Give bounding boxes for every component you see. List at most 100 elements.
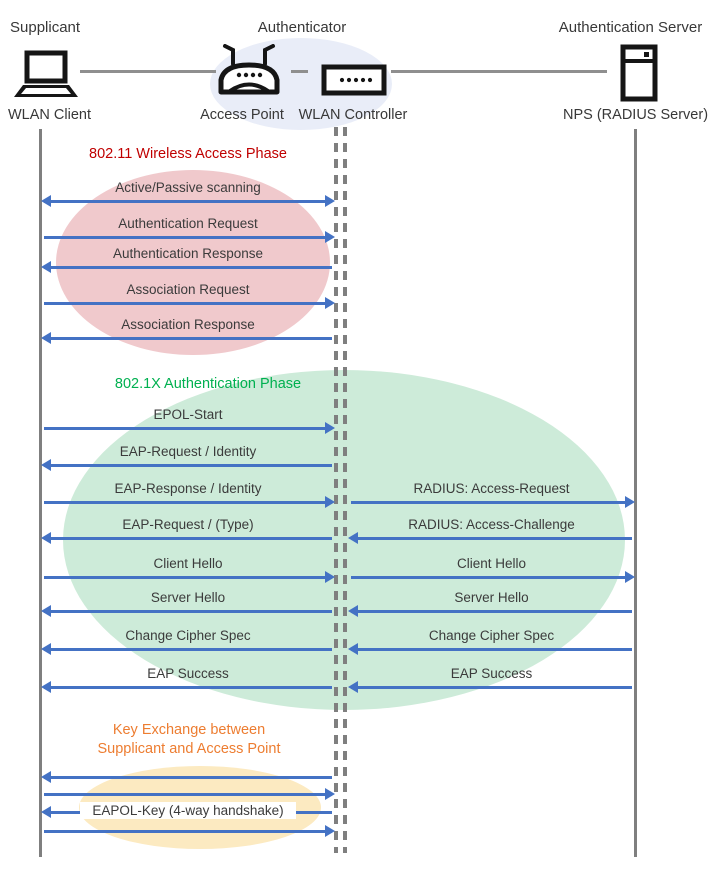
message-label: EAP-Request / (Type): [41, 517, 335, 532]
arrowhead-right-icon: [625, 496, 635, 508]
arrowhead-right-icon: [325, 231, 335, 243]
message-label: EPOL-Start: [41, 407, 335, 422]
message-label: Server Hello: [348, 590, 635, 605]
device-label-nps: NPS (RADIUS Server): [563, 107, 709, 123]
arrowhead-right-icon: [325, 825, 335, 837]
message-line: [351, 501, 632, 504]
arrowhead-right-icon: [325, 195, 335, 207]
role-authenticator: Authenticator: [257, 19, 347, 36]
arrowhead-left-icon: [41, 261, 51, 273]
message-line: [44, 427, 332, 430]
message-label-text: Server Hello: [454, 590, 529, 605]
message-label: Client Hello: [41, 556, 335, 571]
arrowhead-left-icon: [41, 643, 51, 655]
role-supplicant: Supplicant: [10, 19, 81, 36]
message-line: [351, 610, 632, 613]
server-icon: [620, 44, 658, 102]
message-label-text: Association Response: [121, 317, 255, 332]
message-label-text: Authentication Request: [118, 216, 258, 231]
message-label-text: Change Cipher Spec: [428, 628, 555, 643]
arrowhead-right-icon: [325, 788, 335, 800]
message-line: [44, 776, 332, 779]
phase3-title: Key Exchange between Supplicant and Acce…: [39, 721, 339, 759]
device-label-access-point: Access Point: [200, 107, 284, 123]
laptop-icon: [14, 50, 78, 97]
message-label: EAP Success: [41, 666, 335, 681]
message-label-text: EAP Success: [147, 666, 229, 681]
arrowhead-left-icon: [41, 681, 51, 693]
message-label-text: EAP-Request / (Type): [122, 517, 254, 532]
message-line: [44, 200, 332, 203]
arrowhead-left-icon: [41, 771, 51, 783]
device-label-wlan-client: WLAN Client: [8, 107, 91, 123]
message-label: EAPOL-Key (4-way handshake): [41, 802, 335, 819]
arrowhead-left-icon: [41, 459, 51, 471]
message-label: EAP Success: [348, 666, 635, 681]
message-label: RADIUS: Access-Request: [348, 481, 635, 496]
message-label-text: Active/Passive scanning: [115, 180, 261, 195]
device-label-wlan-controller: WLAN Controller: [298, 107, 408, 123]
role-authentication-server: Authentication Server: [558, 19, 703, 36]
message-label: Association Request: [41, 282, 335, 297]
message-line: [44, 537, 332, 540]
message-label: Active/Passive scanning: [41, 180, 335, 195]
message-line: [44, 686, 332, 689]
message-label-text: EAP Success: [450, 666, 533, 681]
message-line: [44, 302, 332, 305]
phase2-title: 802.1X Authentication Phase: [114, 376, 302, 392]
phase1-title: 802.11 Wireless Access Phase: [89, 146, 287, 162]
message-line: [351, 648, 632, 651]
message-label: Change Cipher Spec: [41, 628, 335, 643]
phase3-title-line2: Supplicant and Access Point: [97, 741, 281, 757]
lifeline-wlan-controller-dash-left: [334, 127, 338, 853]
arrowhead-right-icon: [325, 422, 335, 434]
connector-line: [80, 70, 216, 73]
arrowhead-left-icon: [41, 195, 51, 207]
phase3-title-line1: Key Exchange between: [112, 722, 266, 738]
arrowhead-right-icon: [325, 297, 335, 309]
connector-dash: [291, 70, 308, 73]
arrowhead-right-icon: [325, 496, 335, 508]
arrowhead-left-icon: [348, 681, 358, 693]
message-label-text: EPOL-Start: [153, 407, 223, 422]
lifeline-nps: [634, 129, 637, 857]
message-line: [44, 501, 332, 504]
message-label-text: Authentication Response: [112, 246, 264, 261]
message-line: [44, 266, 332, 269]
message-label-text: Client Hello: [456, 556, 527, 571]
message-line: [351, 576, 632, 579]
arrowhead-left-icon: [348, 605, 358, 617]
connector-line: [391, 70, 607, 73]
wlan-controller-icon: [321, 64, 387, 96]
arrowhead-left-icon: [348, 532, 358, 544]
lifeline-wlan-client: [39, 129, 42, 857]
message-line: [44, 830, 332, 833]
message-line: [44, 648, 332, 651]
message-label-text: EAP-Response / Identity: [114, 481, 262, 496]
message-label: EAP-Response / Identity: [41, 481, 335, 496]
message-line: [351, 537, 632, 540]
message-label: Server Hello: [41, 590, 335, 605]
arrowhead-right-icon: [625, 571, 635, 583]
arrowhead-left-icon: [348, 643, 358, 655]
access-point-icon: [218, 44, 280, 95]
arrowhead-left-icon: [41, 806, 51, 818]
message-label: Authentication Request: [41, 216, 335, 231]
message-label: Change Cipher Spec: [348, 628, 635, 643]
message-label: Association Response: [41, 317, 335, 332]
message-label: RADIUS: Access-Challenge: [348, 517, 635, 532]
message-line: [44, 610, 332, 613]
message-label-text: Association Request: [126, 282, 250, 297]
message-line: [44, 236, 332, 239]
arrowhead-left-icon: [41, 332, 51, 344]
message-line: [44, 576, 332, 579]
message-label-text: RADIUS: Access-Challenge: [408, 517, 575, 532]
message-label-text: Server Hello: [150, 590, 226, 605]
message-label-text: EAP-Request / Identity: [119, 444, 257, 459]
message-label: Authentication Response: [41, 246, 335, 261]
message-line: [44, 337, 332, 340]
message-label-text: Change Cipher Spec: [125, 628, 251, 643]
arrowhead-right-icon: [325, 571, 335, 583]
message-label-text: EAPOL-Key (4-way handshake): [80, 802, 296, 819]
